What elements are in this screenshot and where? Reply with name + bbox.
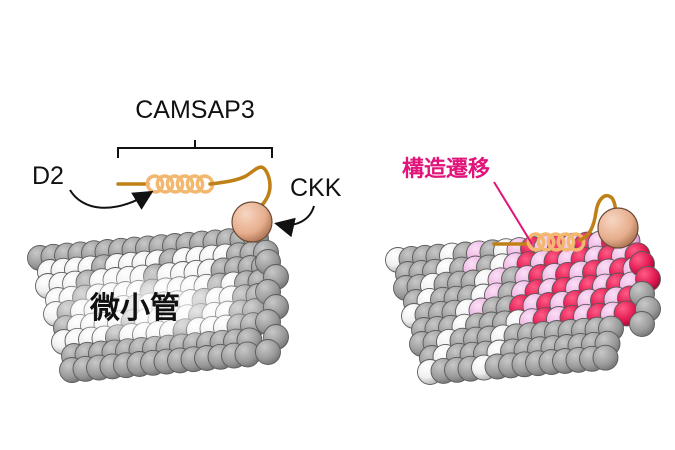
microtubule-label: 微小管 (89, 291, 180, 326)
microtubule-highlight (30, 265, 270, 345)
helix-turn (165, 174, 185, 194)
helix-turn (556, 232, 576, 252)
helix-turn (536, 232, 556, 252)
helix-turn (175, 174, 195, 194)
structural-change-label: 構造遷移 (402, 156, 490, 182)
camsap3-molecule-bound (492, 193, 639, 252)
camsap3-molecule (116, 165, 273, 243)
helix-turn (526, 232, 546, 252)
right-panel: 構造遷移 (385, 156, 661, 385)
ckk-pointer-arrow (274, 205, 315, 238)
camsap3-bracket (117, 140, 273, 158)
helix-turn (185, 174, 205, 194)
tubulin-subunit (592, 344, 619, 371)
structural-change-arrow (493, 181, 533, 245)
left-panel: 微小管 CAMSAP3 D2 CKK (27, 96, 342, 383)
ckk-domain (231, 201, 273, 243)
camsap3-linker-right (208, 165, 272, 207)
microtubule-right (385, 228, 661, 385)
ckk-domain-bound (597, 207, 639, 249)
tubulin-subunit (629, 311, 655, 337)
tubulin-subunit (255, 339, 281, 365)
d2-helix (145, 174, 215, 194)
camsap3-label: CAMSAP3 (135, 96, 254, 124)
helix-turn (195, 174, 215, 194)
helix-turn (546, 232, 566, 252)
helix-turn (155, 174, 175, 194)
ckk-label: CKK (290, 174, 342, 202)
d2-helix-bound (526, 232, 586, 252)
d2-label: D2 (32, 162, 64, 190)
helix-turn (145, 174, 165, 194)
d2-pointer-arrow (69, 189, 154, 210)
